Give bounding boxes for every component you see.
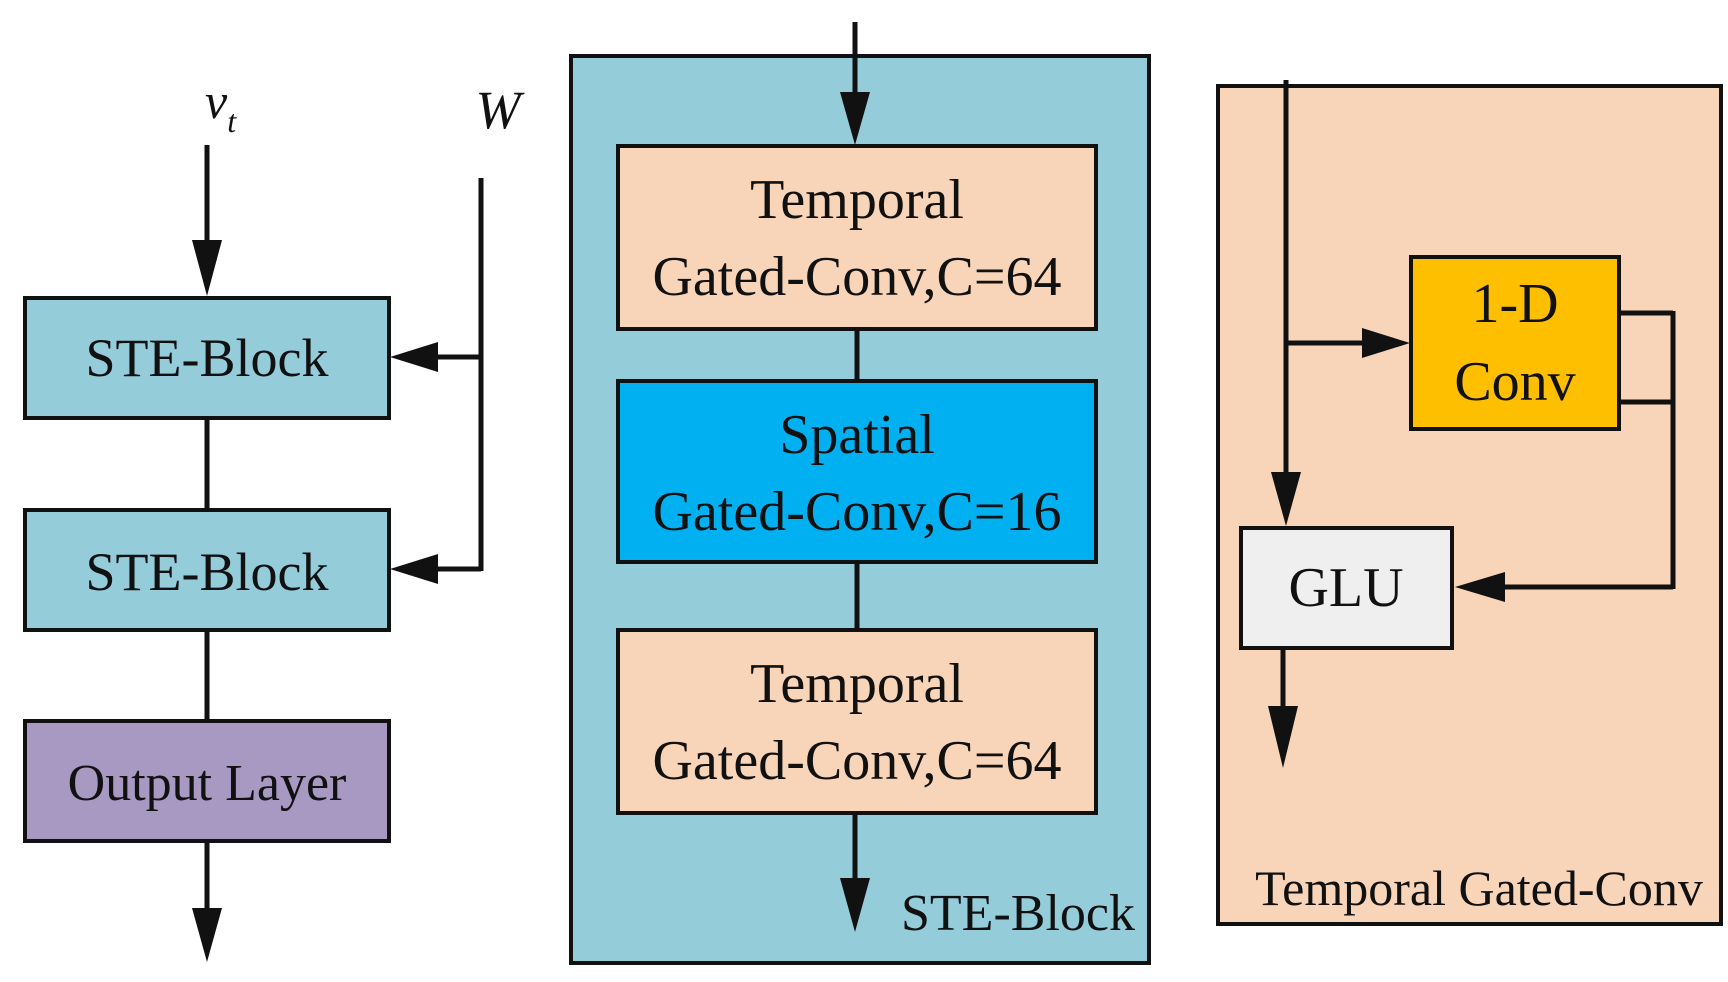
tgc-glu-input-arrowhead [1271, 472, 1301, 526]
output-layer-label: Output Layer [68, 755, 347, 812]
conv-1d-line2: Conv [1454, 351, 1575, 413]
tgc-conv-arrowhead [1362, 328, 1410, 358]
temporal-conv-2-line1: Temporal [750, 653, 964, 715]
spatial-conv-line2: Gated-Conv,C=16 [652, 481, 1061, 543]
temporal-gated-conv-caption: Temporal Gated-Conv [1255, 860, 1703, 916]
glu-output-arrowhead [1268, 706, 1298, 768]
glu-box [1239, 526, 1454, 650]
output-arrowhead [192, 908, 222, 962]
output-layer [23, 719, 391, 843]
ste-block-1 [23, 296, 391, 420]
input-v-symbol: v [205, 73, 228, 129]
temporal-gated-conv-panel: 1-D Conv GLU Temporal Gated-Conv [1216, 80, 1723, 926]
ste-block-1-label: STE-Block [86, 328, 329, 388]
glu-label: GLU [1288, 557, 1403, 619]
temporal-conv-1-line2: Gated-Conv,C=64 [652, 246, 1061, 308]
conv-1d-line1: 1-D [1471, 273, 1558, 335]
temporal-conv-1-line1: Temporal [750, 169, 964, 231]
conv-1d-box [1409, 255, 1621, 431]
input-w-label: W [476, 80, 526, 140]
ste-block-2-label: STE-Block [86, 542, 329, 602]
w-arrowhead-2 [390, 554, 438, 584]
input-v-label: vt [205, 73, 237, 139]
overall-network: vt W STE-Block STE-Block Output Layer [23, 73, 526, 962]
ste-input-arrowhead [840, 92, 870, 145]
ste-block-caption: STE-Block [901, 885, 1135, 942]
ste-block-panel: Temporal Gated-Conv,C=64 Spatial Gated-C… [569, 22, 1151, 965]
temporal-conv-2-line2: Gated-Conv,C=64 [652, 730, 1061, 792]
ste-output-arrowhead [840, 878, 870, 932]
spatial-conv [616, 379, 1098, 564]
input-v-subscript: t [227, 103, 237, 139]
input-v-arrowhead [192, 240, 222, 296]
spatial-conv-line1: Spatial [779, 404, 935, 466]
w-arrowhead-1 [390, 342, 438, 372]
temporal-gated-conv-panel-bg [1216, 84, 1723, 926]
temporal-conv-2 [616, 628, 1098, 815]
glu-gate-arrowhead [1455, 572, 1505, 602]
